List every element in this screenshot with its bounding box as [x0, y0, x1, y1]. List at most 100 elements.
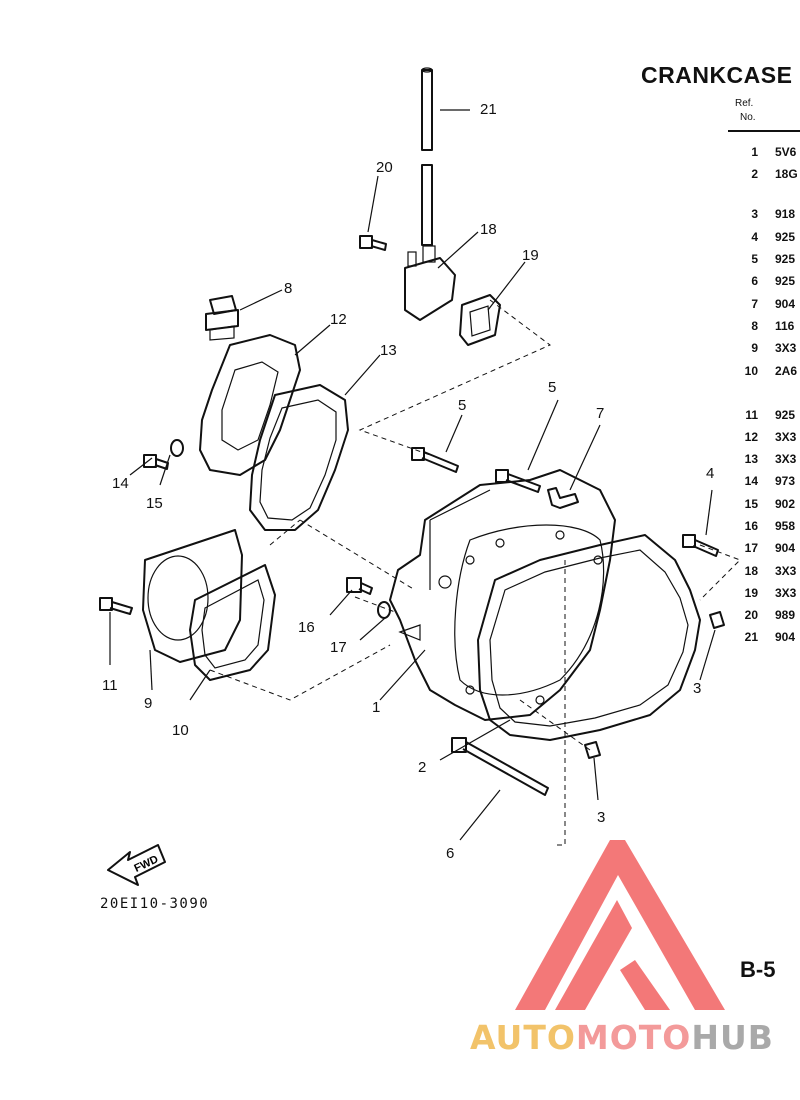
parts-number: 989 — [775, 608, 796, 622]
callout-16: 16 — [298, 619, 315, 636]
crankcase-part — [389, 469, 616, 721]
parts-number: 3X3 — [775, 564, 797, 578]
parts-number: 18G — [775, 167, 798, 181]
gasket-part-13 — [249, 384, 349, 531]
callout-17: 17 — [330, 639, 347, 656]
parts-number: 2A6 — [775, 364, 798, 378]
page-title: CRANKCASE — [641, 62, 793, 88]
callout-13: 13 — [380, 342, 397, 359]
parts-ref-number: 9 — [751, 341, 758, 355]
callout-8: 8 — [284, 280, 292, 297]
callout-21: 21 — [480, 101, 497, 118]
gasket-part — [477, 534, 701, 741]
parts-ref-number: 18 — [744, 564, 758, 578]
parts-ref-number: 19 — [744, 586, 758, 600]
automotohub-logo-icon — [515, 840, 725, 1010]
parts-number: 116 — [775, 319, 795, 333]
fwd-arrow-icon: FWD — [107, 844, 166, 886]
brand-part-hub: HUB — [691, 1018, 774, 1057]
cover-part-9 — [142, 529, 243, 663]
parts-number: 3X3 — [775, 341, 797, 355]
callout-7: 7 — [596, 405, 604, 422]
callout-5a: 5 — [458, 397, 466, 414]
logo-triangle-mid — [620, 960, 670, 1010]
callout-12: 12 — [330, 311, 347, 328]
parts-ref-number: 2 — [751, 167, 758, 181]
callout-11: 11 — [102, 677, 118, 694]
callout-3b: 3 — [597, 809, 605, 826]
bolt-part-14 — [143, 454, 169, 470]
parts-ref-number: 20 — [744, 608, 758, 622]
parts-number: 904 — [775, 630, 796, 644]
parts-ref-number: 10 — [744, 364, 758, 378]
callout-10: 10 — [172, 722, 189, 739]
bolt-part-4 — [682, 534, 719, 557]
header-divider — [728, 130, 800, 132]
parts-ref-number: 13 — [744, 452, 758, 466]
callout-19: 19 — [522, 247, 539, 264]
parts-ref-number: 5 — [751, 252, 758, 266]
callout-14: 14 — [112, 475, 129, 492]
watermark-brand: AUTOMOTOHUB — [470, 1018, 774, 1057]
parts-ref-number: 12 — [744, 430, 758, 444]
callout-20: 20 — [376, 159, 393, 176]
parts-number: 973 — [775, 474, 796, 488]
bolt-part-11 — [99, 597, 133, 615]
parts-ref-number: 21 — [744, 630, 758, 644]
parts-ref-number: 8 — [751, 319, 758, 333]
callout-9: 9 — [144, 695, 152, 712]
washer-part-15 — [170, 439, 184, 457]
page-code: B-5 — [740, 957, 776, 982]
parts-number: 925 — [775, 408, 796, 422]
plate-part-19 — [459, 294, 501, 346]
fitting-part-18 — [404, 245, 456, 321]
gasket-inner-10 — [201, 579, 265, 669]
parts-ref-number: 14 — [744, 474, 758, 488]
parts-ref-number: 16 — [744, 519, 758, 533]
parts-number: 904 — [775, 541, 796, 555]
cover-inner-12 — [221, 361, 279, 451]
logo-triangle-inner — [555, 900, 632, 1010]
callout-15: 15 — [146, 495, 163, 512]
parts-number: 904 — [775, 297, 796, 311]
brand-part-auto: AUTO — [470, 1018, 576, 1057]
parts-ref-number: 11 — [745, 408, 758, 422]
bolt-part-16 — [346, 577, 373, 595]
leader-lines — [109, 109, 741, 846]
ref-header-no-label: No. — [740, 112, 756, 123]
bolt-part-5a — [411, 447, 459, 473]
parts-number: 3X3 — [775, 452, 797, 466]
diagram-code: 20EI10-3090 — [100, 896, 210, 912]
bolt-part-5b — [495, 469, 541, 493]
gasket-part-10 — [189, 564, 276, 681]
screw-part-20 — [359, 235, 387, 251]
parts-number: 3X3 — [775, 586, 797, 600]
callout-2: 2 — [418, 759, 426, 776]
parts-ref-number: 6 — [751, 274, 758, 288]
parts-number: 958 — [775, 519, 796, 533]
brand-part-moto: MOTO — [575, 1018, 692, 1057]
pipe-part-21 — [421, 67, 433, 246]
logo-triangle-outer — [515, 840, 725, 1010]
parts-number: 925 — [775, 230, 796, 244]
callout-1: 1 — [372, 699, 380, 716]
parts-ref-number: 15 — [744, 497, 758, 511]
parts-number: 925 — [775, 252, 796, 266]
callout-labels: 1 2 3 3 4 5 5 6 7 8 9 10 11 12 13 14 15 … — [102, 101, 714, 862]
parts-number: 3X3 — [775, 430, 797, 444]
dowel-pin-part — [584, 611, 725, 759]
parts-ref-number: 4 — [751, 230, 758, 244]
parts-number: 5V6 — [775, 145, 797, 159]
gasket-inner — [489, 549, 689, 727]
washer-part-17 — [377, 601, 391, 619]
callout-6: 6 — [446, 845, 454, 862]
parts-number: 925 — [775, 274, 796, 288]
parts-ref-number: 17 — [744, 541, 758, 555]
cover-part-12 — [199, 334, 301, 476]
callout-5b: 5 — [548, 379, 556, 396]
parts-ref-number: 7 — [751, 297, 758, 311]
parts-ref-number: 3 — [751, 207, 758, 221]
parts-ref-number: 1 — [751, 145, 758, 159]
ref-header-label: Ref. — [735, 98, 754, 109]
